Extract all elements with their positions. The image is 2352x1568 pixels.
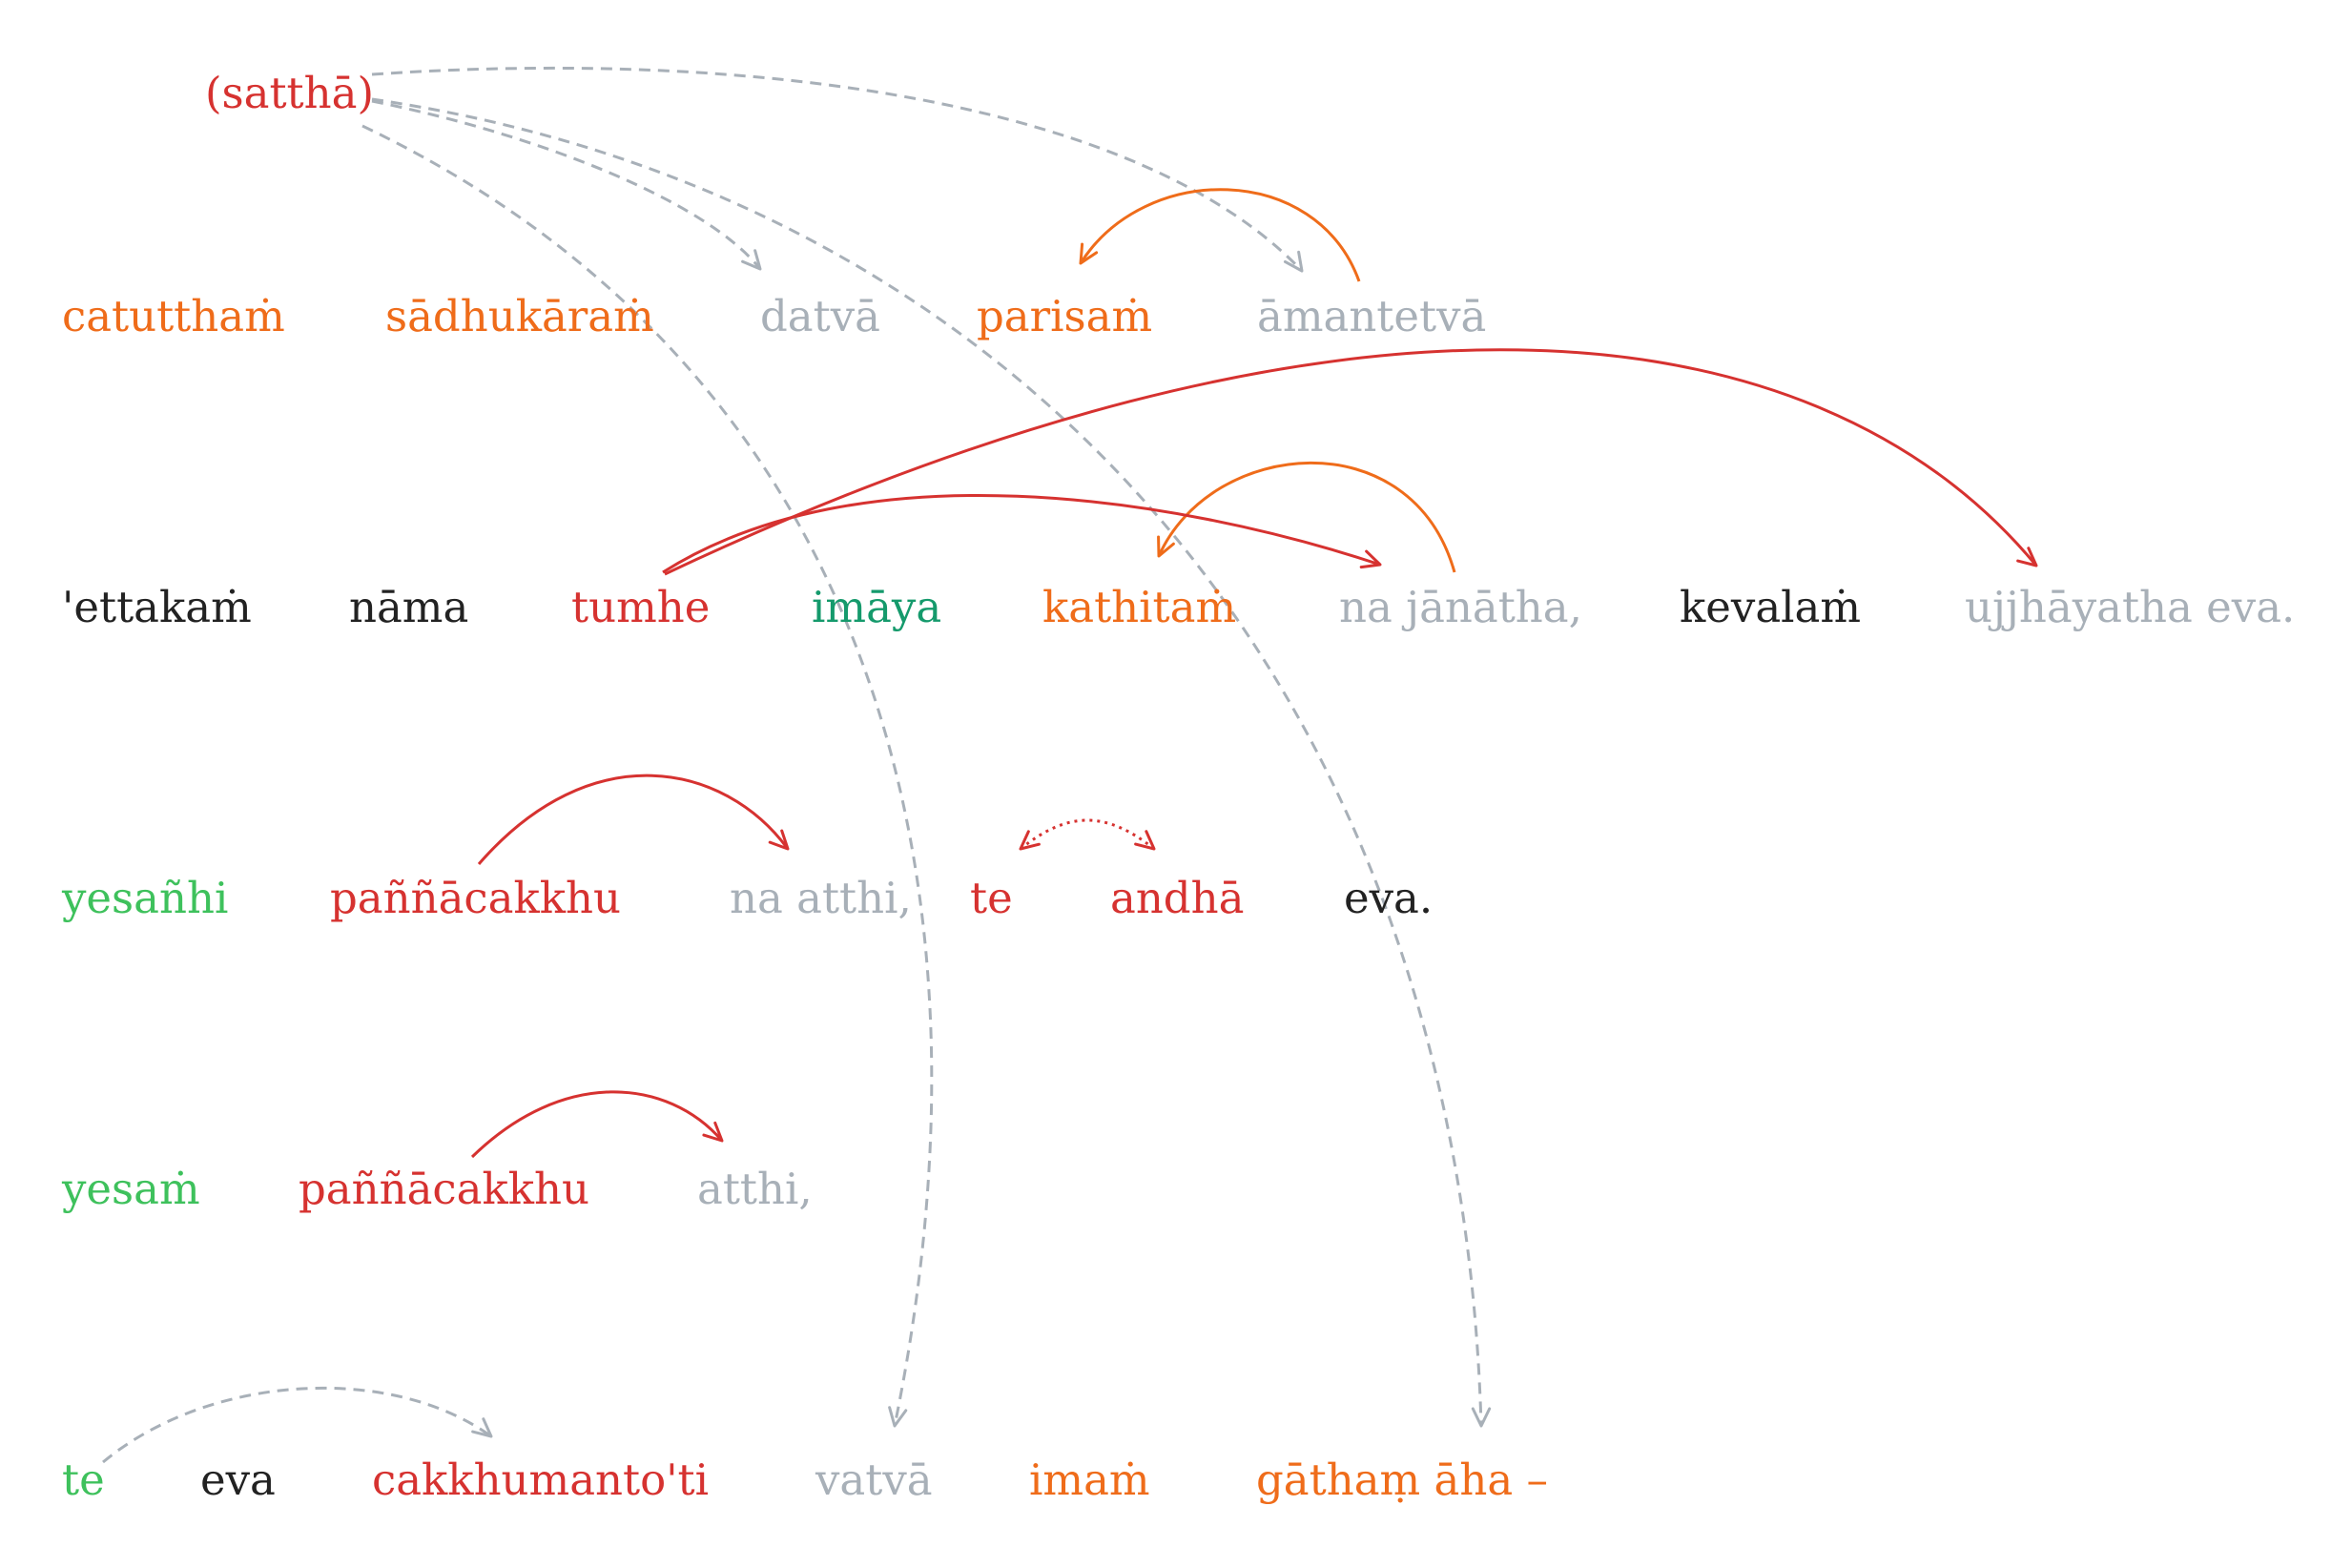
dependency-arc bbox=[470, 1090, 724, 1159]
arc-arrowhead bbox=[1359, 549, 1382, 569]
dependency-arc bbox=[1079, 188, 1361, 282]
arc-arrowhead bbox=[2016, 547, 2038, 567]
word-na-atthi: na atthi, bbox=[730, 873, 912, 923]
word-pannacakkhu: paññācakkhu bbox=[330, 873, 621, 923]
arc-arrowhead bbox=[768, 829, 790, 851]
dependency-arc bbox=[371, 99, 762, 270]
dependency-arc bbox=[102, 1386, 492, 1464]
word-sadhukaram: sādhukāraṁ bbox=[385, 291, 654, 341]
arc-arrowhead bbox=[1079, 242, 1099, 265]
dependency-arc bbox=[1020, 818, 1155, 851]
word-atthi: atthi, bbox=[697, 1164, 813, 1214]
word-te: te bbox=[970, 873, 1013, 923]
word-gatham-aha: gāthaṃ āha – bbox=[1256, 1455, 1548, 1505]
dependency-arc bbox=[361, 124, 934, 1427]
word-ettakam: 'ettakaṁ bbox=[62, 582, 252, 632]
arc-arrowhead bbox=[741, 249, 762, 271]
word-pannacakkhu: paññācakkhu bbox=[299, 1164, 589, 1214]
word-catuttham: catutthaṁ bbox=[62, 291, 285, 341]
arc-arrowhead bbox=[471, 1417, 493, 1438]
dependency-arc bbox=[1157, 462, 1456, 573]
dependency-arc bbox=[664, 348, 2038, 576]
subject-word: (satthā) bbox=[205, 68, 374, 118]
arc-arrowhead bbox=[702, 1121, 724, 1143]
word-yesanhi: yesañhi bbox=[61, 873, 228, 923]
word-te: te bbox=[62, 1455, 105, 1505]
dependency-arc bbox=[371, 66, 1304, 273]
word-eva: eva. bbox=[1344, 873, 1433, 923]
word-andha: andhā bbox=[1110, 873, 1244, 923]
dependency-arc bbox=[371, 97, 1483, 1427]
word-nama: nāma bbox=[349, 582, 468, 632]
word-ujjhayatha-eva: ujjhāyatha eva. bbox=[1965, 582, 2295, 632]
word-na-janatha: na jānātha, bbox=[1339, 582, 1582, 632]
word-layer: (satthā) catutthaṁ sādhukāraṁ datvā pari… bbox=[61, 68, 2295, 1505]
word-amantetva: āmantetvā bbox=[1257, 291, 1486, 341]
word-eva: eva bbox=[200, 1455, 276, 1505]
word-datva: datvā bbox=[760, 291, 880, 341]
arc-arrowhead bbox=[1019, 830, 1041, 851]
arc-arrowhead bbox=[1471, 1407, 1492, 1428]
arc-arrowhead bbox=[1134, 830, 1156, 851]
word-imaya: imāya bbox=[812, 582, 941, 632]
arc-layer bbox=[102, 66, 2038, 1464]
dependency-arc bbox=[662, 493, 1381, 574]
word-kathitam: kathitaṁ bbox=[1042, 582, 1236, 632]
word-tumhe: tumhe bbox=[571, 582, 710, 632]
word-yesam: yesaṁ bbox=[61, 1164, 200, 1214]
word-parisam: parisaṁ bbox=[977, 291, 1152, 341]
arc-arrowhead bbox=[1283, 250, 1304, 273]
word-kevalam: kevalaṁ bbox=[1680, 582, 1861, 632]
word-vatva: vatvā bbox=[815, 1455, 933, 1505]
arc-arrowhead bbox=[1157, 535, 1175, 558]
arc-arrowhead bbox=[888, 1406, 908, 1428]
word-cakkhumanto-ti: cakkhumanto'ti bbox=[372, 1455, 709, 1505]
word-imam: imaṁ bbox=[1029, 1455, 1150, 1505]
dependency-arc bbox=[477, 774, 790, 865]
